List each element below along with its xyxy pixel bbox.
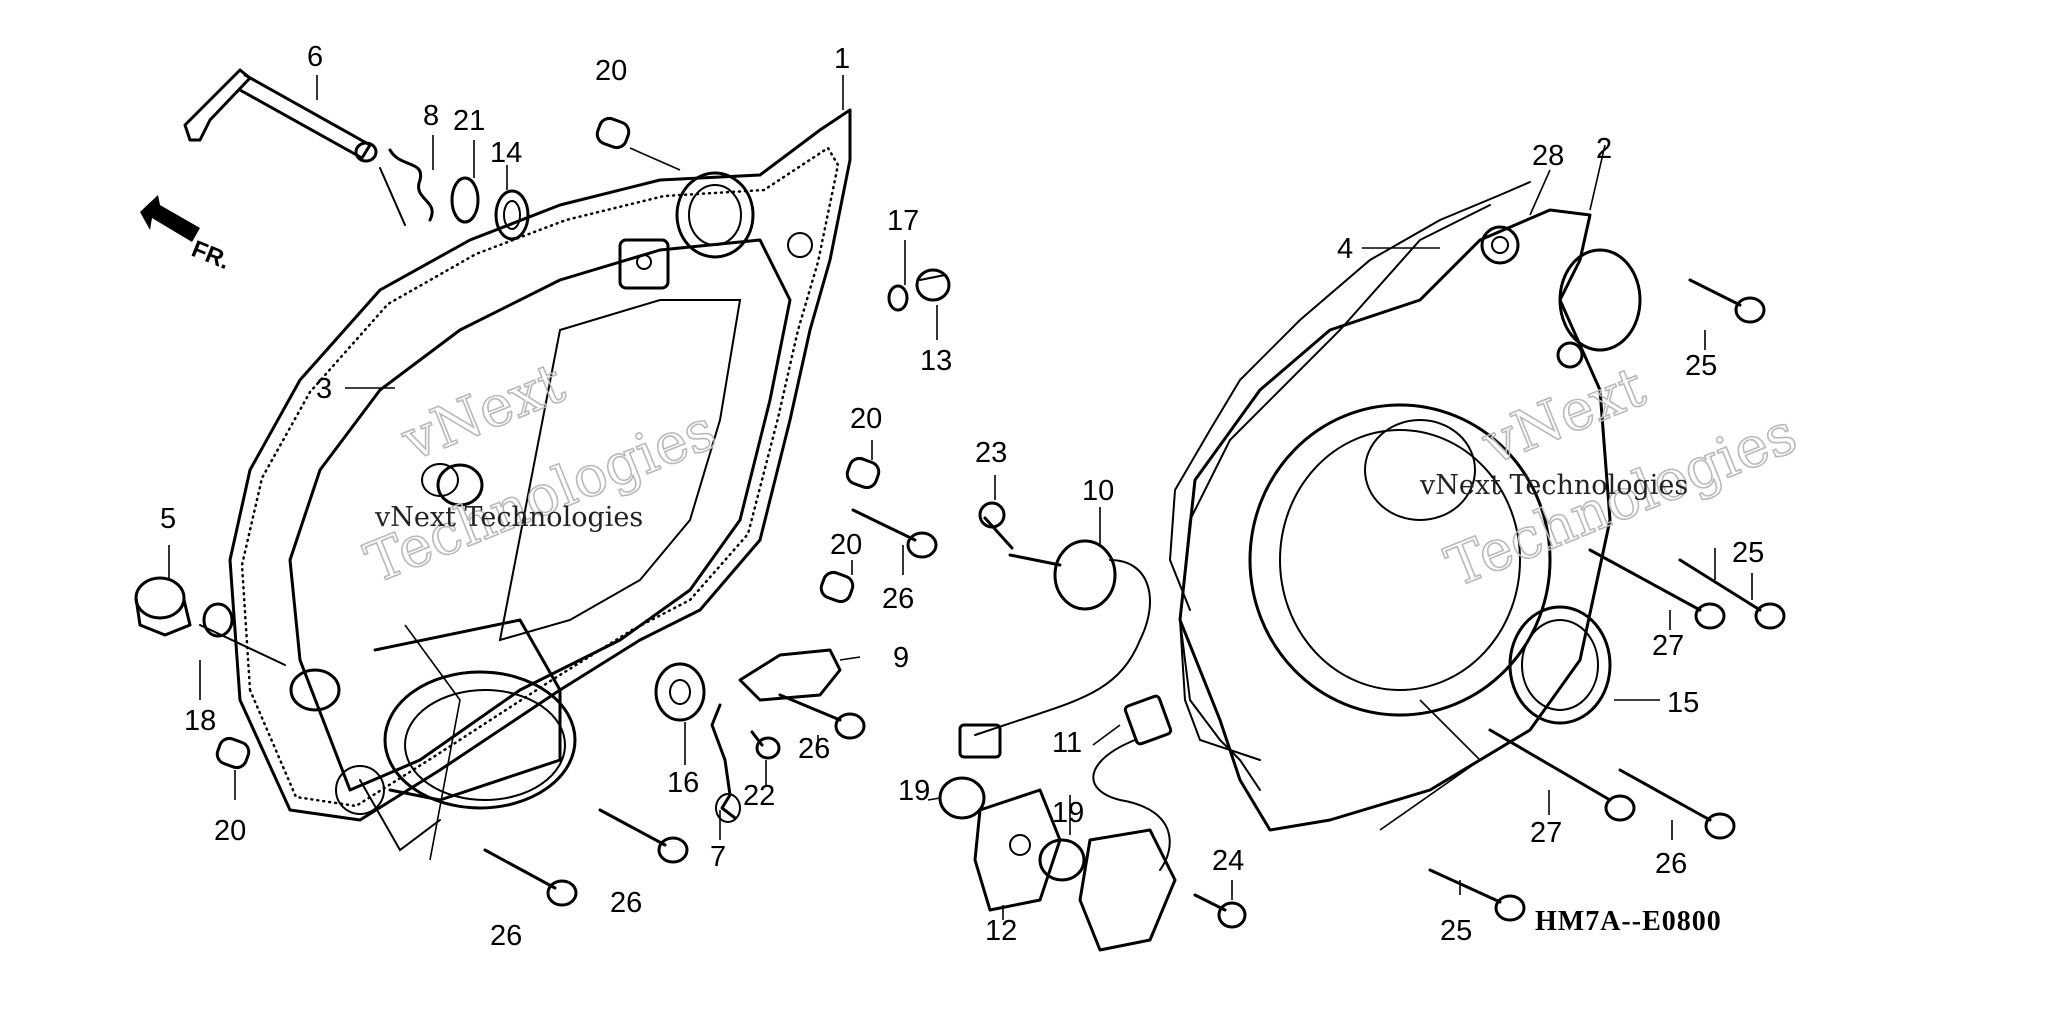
callout-7: 7 bbox=[710, 841, 726, 873]
callout-5: 5 bbox=[160, 503, 176, 535]
callout-25c: 25 bbox=[1440, 915, 1472, 947]
callout-27b: 27 bbox=[1530, 817, 1562, 849]
callout-10: 10 bbox=[1082, 475, 1114, 507]
speed-sensor bbox=[958, 501, 1151, 759]
shift-spring-set bbox=[379, 148, 530, 241]
right-crankcase-cover bbox=[1168, 181, 1642, 832]
dowel-pins bbox=[215, 116, 881, 770]
callout-24: 24 bbox=[1212, 845, 1244, 877]
callout-12: 12 bbox=[985, 915, 1017, 947]
front-direction-arrow: FR. bbox=[140, 195, 234, 275]
callout-11: 11 bbox=[1052, 727, 1082, 759]
callout-22: 22 bbox=[743, 780, 775, 812]
part-callouts: 1 2 3 4 5 6 7 8 9 10 11 12 13 14 15 16 1… bbox=[160, 41, 1764, 952]
oil-filler-cap bbox=[134, 576, 286, 666]
callout-20c: 20 bbox=[830, 529, 862, 561]
callout-21: 21 bbox=[453, 105, 485, 137]
callout-3: 3 bbox=[316, 373, 332, 405]
callout-4: 4 bbox=[1337, 233, 1353, 265]
callout-9: 9 bbox=[893, 642, 909, 674]
callout-19a: 19 bbox=[898, 775, 930, 807]
callout-6: 6 bbox=[307, 41, 323, 73]
oil-seal bbox=[1508, 605, 1612, 725]
shift-spindle bbox=[183, 68, 378, 163]
callout-27a: 27 bbox=[1652, 630, 1684, 662]
callout-26c: 26 bbox=[610, 887, 642, 919]
callout-2: 2 bbox=[1596, 133, 1612, 165]
callout-16: 16 bbox=[667, 767, 699, 799]
callout-15: 15 bbox=[1667, 687, 1699, 719]
leader-lines bbox=[168, 75, 1753, 920]
callout-14: 14 bbox=[490, 137, 522, 169]
callout-19b: 19 bbox=[1052, 797, 1084, 829]
watermark-line-3: vNext bbox=[1473, 354, 1654, 478]
callout-28: 28 bbox=[1532, 140, 1564, 172]
callout-26a: 26 bbox=[882, 583, 914, 615]
callout-25a: 25 bbox=[1685, 350, 1717, 382]
callout-25b: 25 bbox=[1732, 537, 1764, 569]
callout-26e: 26 bbox=[1655, 848, 1687, 880]
flange-bolts bbox=[483, 278, 1786, 929]
front-label: FR. bbox=[188, 236, 234, 276]
callout-20d: 20 bbox=[214, 815, 246, 847]
bearing bbox=[654, 662, 706, 722]
watermark-inline-left: vNext Technologies bbox=[374, 502, 643, 533]
callout-26d: 26 bbox=[490, 920, 522, 952]
callout-23: 23 bbox=[975, 437, 1007, 469]
callout-13: 13 bbox=[920, 345, 952, 377]
watermark-line-1: vNext bbox=[392, 351, 573, 475]
watermark-inline-right: vNext Technologies bbox=[1419, 470, 1688, 501]
wire-clamp bbox=[710, 648, 842, 823]
callout-8: 8 bbox=[423, 100, 439, 132]
callout-20a: 20 bbox=[595, 55, 627, 87]
drawing-code: HM7A--E0800 bbox=[1535, 906, 1722, 937]
drain-plug bbox=[887, 268, 951, 312]
callout-26b: 26 bbox=[798, 733, 830, 765]
callout-1: 1 bbox=[834, 43, 850, 75]
callout-18: 18 bbox=[184, 705, 216, 737]
oil-temp-sensor bbox=[938, 694, 1177, 952]
callout-17: 17 bbox=[887, 205, 919, 237]
callout-20b: 20 bbox=[850, 403, 882, 435]
left-crankcase-cover bbox=[228, 108, 852, 852]
